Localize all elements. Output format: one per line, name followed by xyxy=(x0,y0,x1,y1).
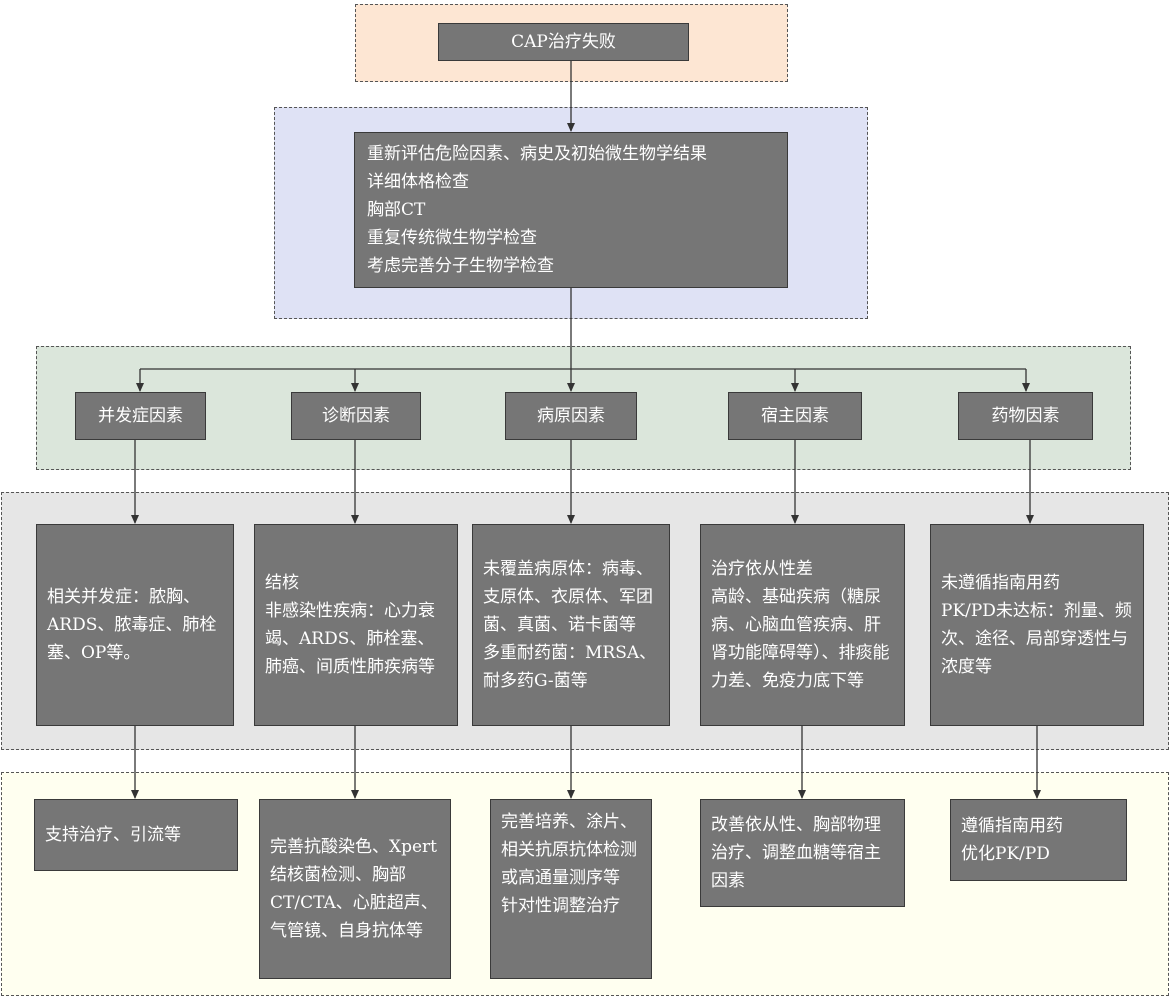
factor-host: 宿主因素 xyxy=(728,392,862,440)
factor-complication: 并发症因素 xyxy=(75,392,206,440)
cause-diagnosis-line-1: 结核 xyxy=(265,573,299,593)
assess-line-3: 胸部CT xyxy=(367,200,426,220)
factor-diagnosis-label: 诊断因素 xyxy=(322,406,390,426)
cause-drug-line-2: PK/PD未达标：剂量、频次、途径、局部穿透性与浓度等 xyxy=(941,601,1132,677)
cap-failure-node: CAP治疗失败 xyxy=(438,23,689,61)
cause-pathogen: 未覆盖病原体：病毒、支原体、衣原体、军团菌、真菌、诺卡菌等 多重耐药菌：MRSA… xyxy=(472,524,670,726)
factor-drug: 药物因素 xyxy=(958,392,1093,440)
action-pathogen-line-1: 完善培养、涂片、相关抗原抗体检测或高通量测序等 xyxy=(501,812,637,888)
factor-drug-label: 药物因素 xyxy=(991,406,1060,426)
reassessment-node: 重新评估危险因素、病史及初始微生物学结果 详细体格检查 胸部CT 重复传统微生物… xyxy=(354,132,788,288)
action-complication: 支持治疗、引流等 xyxy=(34,799,238,871)
cause-drug: 未遵循指南用药 PK/PD未达标：剂量、频次、途径、局部穿透性与浓度等 xyxy=(930,524,1144,726)
cause-drug-line-1: 未遵循指南用药 xyxy=(941,573,1060,593)
action-complication-line-1: 支持治疗、引流等 xyxy=(45,825,181,845)
action-host: 改善依从性、胸部物理治疗、调整血糖等宿主因素 xyxy=(700,799,905,907)
cause-pathogen-line-1: 未覆盖病原体：病毒、支原体、衣原体、军团菌、真菌、诺卡菌等 xyxy=(483,559,653,635)
action-drug: 遵循指南用药 优化PK/PD xyxy=(950,799,1127,881)
action-diagnosis: 完善抗酸染色、Xpert结核菌检测、胸部CT/CTA、心脏超声、气管镜、自身抗体… xyxy=(259,799,451,979)
cap-failure-title: CAP治疗失败 xyxy=(511,32,616,52)
action-diagnosis-line-1: 完善抗酸染色、Xpert结核菌检测、胸部CT/CTA、心脏超声、气管镜、自身抗体… xyxy=(270,837,438,941)
action-pathogen-line-2: 针对性调整治疗 xyxy=(501,896,620,916)
factor-diagnosis: 诊断因素 xyxy=(291,392,421,440)
action-drug-line-1: 遵循指南用药 xyxy=(961,816,1063,836)
cause-host-line-2: 高龄、基础疾病（糖尿病、心脑血管疾病、肝肾功能障碍等）、排痰能力差、免疫力底下等 xyxy=(711,587,890,691)
assess-line-4: 重复传统微生物学检查 xyxy=(367,228,537,248)
assess-line-5: 考虑完善分子生物学检查 xyxy=(367,256,554,276)
cause-complication: 相关并发症：脓胸、ARDS、脓毒症、肺栓塞、OP等。 xyxy=(36,524,234,726)
cause-pathogen-line-2: 多重耐药菌：MRSA、耐多药G-菌等 xyxy=(483,643,657,691)
cause-diagnosis: 结核 非感染性疾病：心力衰竭、ARDS、肺栓塞、肺癌、间质性肺疾病等 xyxy=(254,524,458,726)
factor-pathogen-label: 病原因素 xyxy=(537,406,605,426)
cause-host-line-1: 治疗依从性差 xyxy=(711,559,813,579)
factor-host-label: 宿主因素 xyxy=(761,406,829,426)
action-drug-line-2: 优化PK/PD xyxy=(961,844,1050,864)
factor-complication-label: 并发症因素 xyxy=(98,406,183,426)
action-pathogen: 完善培养、涂片、相关抗原抗体检测或高通量测序等 针对性调整治疗 xyxy=(490,799,652,979)
cause-diagnosis-line-2: 非感染性疾病：心力衰竭、ARDS、肺栓塞、肺癌、间质性肺疾病等 xyxy=(265,601,435,677)
cause-host: 治疗依从性差 高龄、基础疾病（糖尿病、心脑血管疾病、肝肾功能障碍等）、排痰能力差… xyxy=(700,524,905,726)
cause-complication-line-1: 相关并发症：脓胸、ARDS、脓毒症、肺栓塞、OP等。 xyxy=(47,587,217,663)
assess-line-2: 详细体格检查 xyxy=(367,172,469,192)
factor-pathogen: 病原因素 xyxy=(505,392,637,440)
action-host-line-1: 改善依从性、胸部物理治疗、调整血糖等宿主因素 xyxy=(711,815,881,891)
assess-line-1: 重新评估危险因素、病史及初始微生物学结果 xyxy=(367,144,707,164)
